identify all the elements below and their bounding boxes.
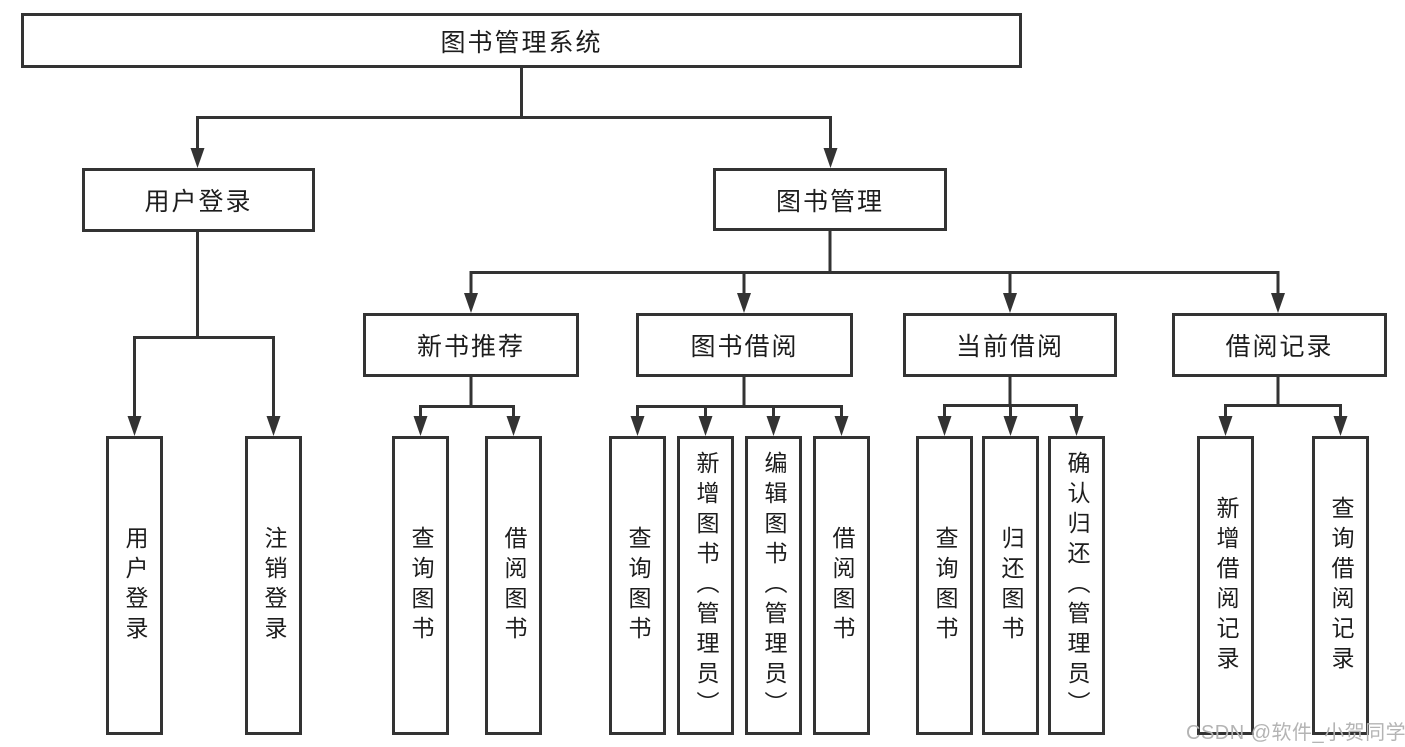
node-user-login-branch: 用户登录 <box>82 168 315 232</box>
node-current-borrow: 当前借阅 <box>903 313 1117 377</box>
leaf-user-login: 用户登录 <box>106 436 163 735</box>
leaf-edit-books-admin: 编辑图书（管理员） <box>745 436 802 735</box>
node-book-management-branch: 图书管理 <box>713 168 947 231</box>
leaf-confirm-return-admin: 确认归还（管理员） <box>1048 436 1105 735</box>
leaf-query-borrow-record: 查询借阅记录 <box>1312 436 1369 735</box>
leaf-add-books-admin: 新增图书（管理员） <box>677 436 734 735</box>
leaf-add-borrow-record: 新增借阅记录 <box>1197 436 1254 735</box>
node-root-system: 图书管理系统 <box>21 13 1022 68</box>
leaf-borrow-books: 借阅图书 <box>813 436 870 735</box>
node-book-borrow: 图书借阅 <box>636 313 853 377</box>
leaf-query-books-current: 查询图书 <box>916 436 973 735</box>
leaf-query-books-recommend: 查询图书 <box>392 436 449 735</box>
node-new-book-recommend: 新书推荐 <box>363 313 579 377</box>
leaf-query-books-borrow: 查询图书 <box>609 436 666 735</box>
leaf-return-books: 归还图书 <box>982 436 1039 735</box>
node-borrow-record: 借阅记录 <box>1172 313 1387 377</box>
leaf-logout: 注销登录 <box>245 436 302 735</box>
csdn-watermark: CSDN @软件_小贺同学 <box>1186 722 1405 744</box>
leaf-borrow-books-recommend: 借阅图书 <box>485 436 542 735</box>
